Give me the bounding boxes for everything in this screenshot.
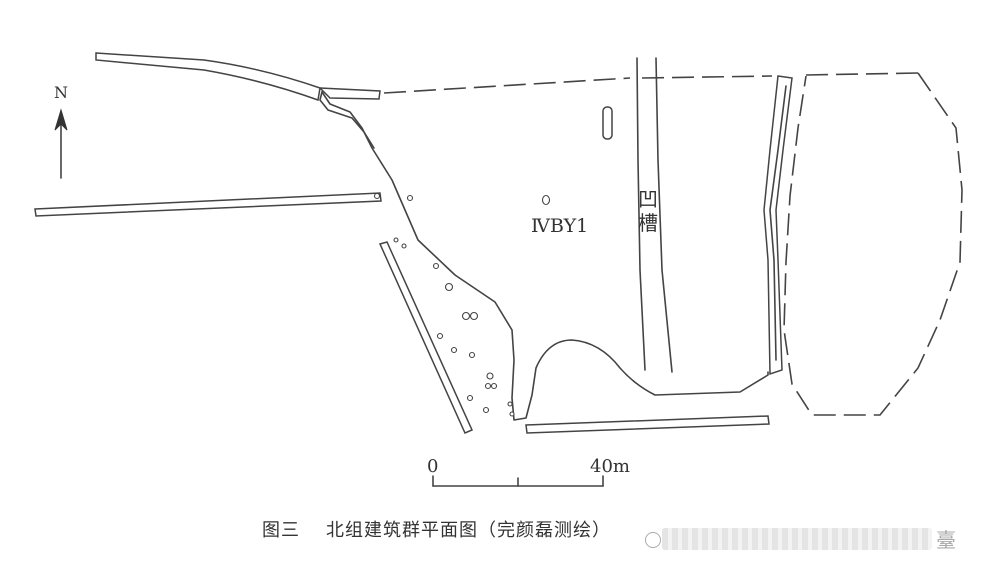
boundary-north [383,77,631,94]
wall-left-horizontal [34,192,382,217]
wall-right-inner [769,85,787,361]
figure-number: 图三 [262,520,300,541]
groove-label-1: 凹 [638,187,658,211]
wall-top-stub [318,87,381,100]
scale-start-label: 0 [427,456,438,477]
site-marker [541,194,551,206]
boundary-east [783,72,963,416]
boundary-north-2 [641,75,773,79]
watermark-bar [662,528,932,550]
wall-right-double [763,75,793,376]
wall-diagonal [378,241,473,434]
wall-top-left [95,52,321,102]
scale-end-label: 40m [590,456,630,477]
watermark-char: 臺 [936,528,956,552]
figure-caption: 图三 北组建筑群平面图（完颜磊测绘） [262,516,611,542]
groove-right-edge [655,57,673,373]
stones [373,192,515,417]
enclosure-outline [321,91,769,421]
groove-left-edge [636,57,646,371]
site-label: ⅣBY1 [531,215,588,237]
north-label: N [54,83,68,102]
pit-elongated [602,106,613,140]
enclosure-inner [319,91,375,149]
scale-bar: 0 40m [427,456,630,487]
figure-title: 北组建筑群平面图（完颜磊测绘） [326,520,611,541]
groove-label-2: 槽 [638,211,658,235]
boundary-north-3 [805,72,919,76]
north-arrow: N [54,83,68,179]
wall-bottom [525,415,770,434]
watermark-icon [645,532,661,548]
